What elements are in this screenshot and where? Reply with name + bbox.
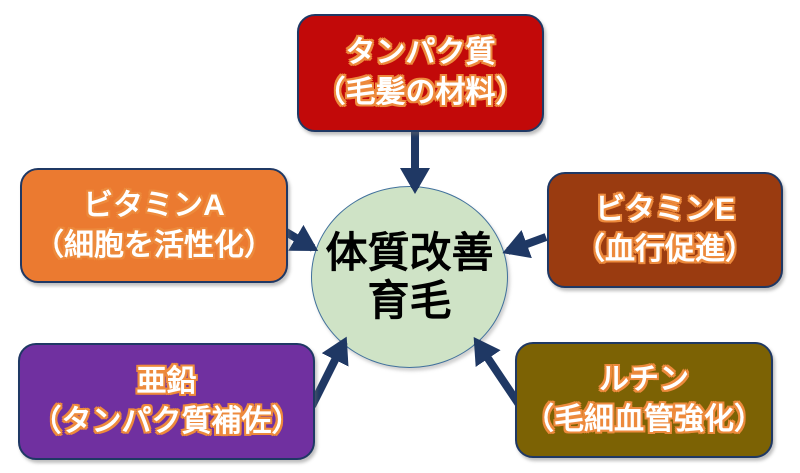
node-vitamin-e: ビタミンE （血行促進）	[547, 172, 783, 288]
arrow-zinc-to-center	[308, 336, 349, 408]
node-protein-title: タンパク質	[345, 36, 496, 70]
node-zinc-subtitle: （タンパク質補佐）	[31, 404, 302, 438]
node-vitamin-a-title: ビタミンA	[83, 188, 225, 222]
node-vitamin-e-subtitle: （血行促進）	[575, 233, 755, 266]
center-title-line2: 育毛	[367, 277, 452, 324]
arrow-vitamin-a-to-center	[283, 224, 319, 252]
node-protein: タンパク質 （毛髪の材料）	[297, 14, 544, 132]
node-protein-subtitle: （毛髪の材料）	[315, 76, 526, 109]
node-zinc-title: 亜鉛	[136, 364, 197, 398]
node-rutin-subtitle: （毛細血管強化）	[524, 403, 764, 436]
node-vitamin-e-title: ビタミンE	[594, 193, 735, 227]
center-title-line1: 体質改善	[325, 228, 494, 276]
arrow-rutin-to-center	[473, 337, 524, 409]
node-rutin-title: ルチン	[599, 363, 689, 397]
center-circle: 体質改善 育毛	[311, 186, 508, 368]
arrow-vitamin-e-to-center	[502, 230, 548, 259]
node-vitamin-a: ビタミンA （細胞を活性化）	[20, 168, 288, 283]
node-vitamin-a-subtitle: （細胞を活性化）	[34, 228, 274, 262]
node-zinc: 亜鉛 （タンパク質補佐）	[18, 343, 315, 460]
node-rutin: ルチン （毛細血管強化）	[515, 342, 773, 458]
